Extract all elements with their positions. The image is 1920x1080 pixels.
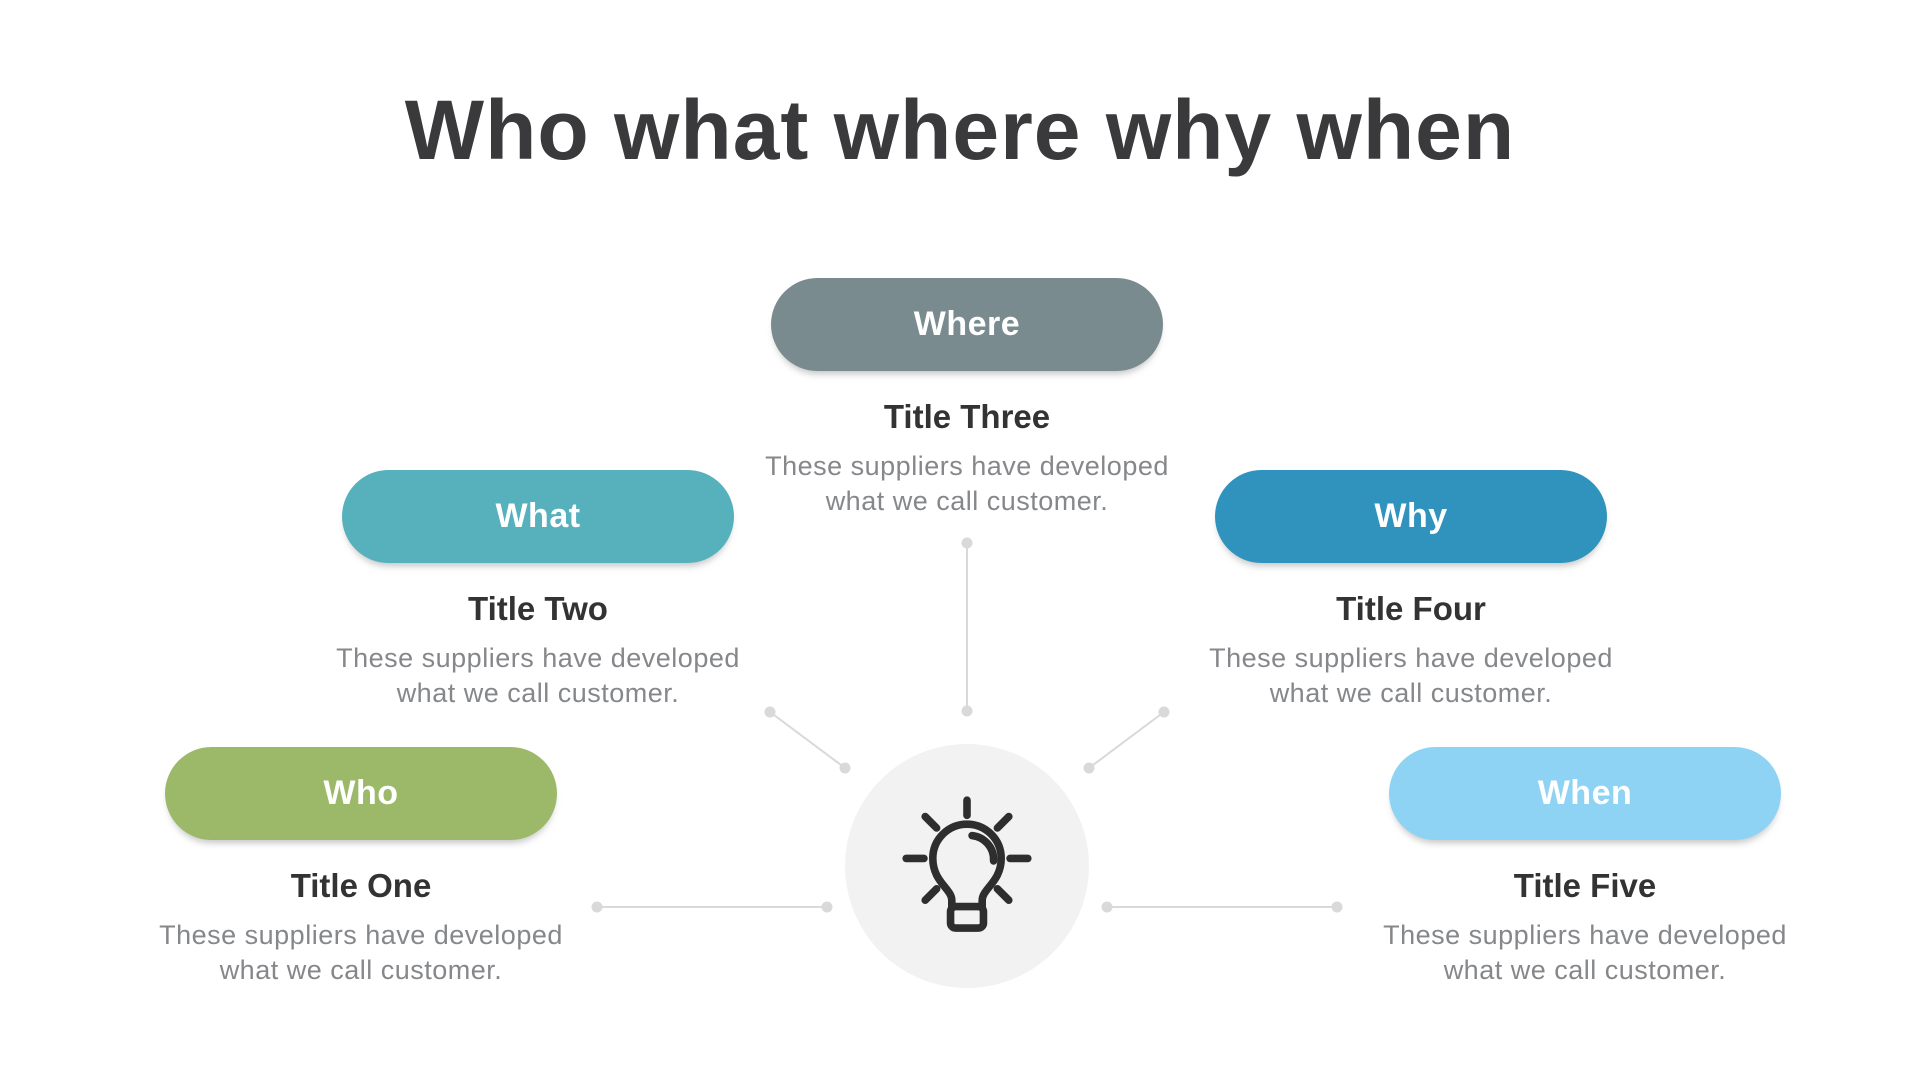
pill-who[interactable]: Who	[165, 747, 557, 840]
connector-where	[961, 537, 973, 717]
item-who-title: Title One	[290, 867, 432, 904]
center-circle	[845, 744, 1089, 988]
connector-when	[1101, 901, 1343, 913]
pill-where[interactable]: Where	[771, 278, 1163, 371]
description-line: what we call customer.	[1269, 678, 1553, 708]
item-when: When Title Five These suppliers have dev…	[1345, 747, 1825, 988]
connector-why	[1083, 706, 1170, 774]
description-line: These suppliers have developed	[1209, 643, 1613, 673]
item-when-title: Title Five	[1513, 867, 1657, 904]
item-why-description: These suppliers have developed what we c…	[1171, 641, 1651, 711]
description-line: what we call customer.	[825, 486, 1109, 516]
description-line: These suppliers have developed	[1383, 920, 1787, 950]
item-who-description: These suppliers have developed what we c…	[121, 918, 601, 988]
item-why: Why Title Four These suppliers have deve…	[1171, 470, 1651, 711]
description-line: what we call customer.	[396, 678, 680, 708]
pill-why-label: Why	[1374, 497, 1448, 535]
page-title: Who what where why when	[404, 83, 1516, 177]
pill-when-label: When	[1537, 774, 1633, 812]
connector-what	[764, 706, 851, 774]
pill-why[interactable]: Why	[1215, 470, 1607, 563]
pill-when[interactable]: When	[1389, 747, 1781, 840]
description-line: what we call customer.	[219, 955, 503, 985]
pill-who-label: Who	[323, 774, 399, 812]
description-line: These suppliers have developed	[336, 643, 740, 673]
item-where-title: Title Three	[883, 398, 1051, 435]
item-what: What Title Two These suppliers have deve…	[298, 470, 778, 711]
description-line: These suppliers have developed	[159, 920, 563, 950]
connector-who	[591, 901, 833, 913]
pill-where-label: Where	[913, 305, 1021, 343]
description-line: These suppliers have developed	[765, 451, 1169, 481]
item-why-title: Title Four	[1336, 590, 1486, 627]
item-who: Who Title One These suppliers have devel…	[121, 747, 601, 988]
item-where: Where Title Three These suppliers have d…	[727, 278, 1207, 519]
pill-what[interactable]: What	[342, 470, 734, 563]
pill-what-label: What	[495, 497, 581, 535]
description-line: what we call customer.	[1443, 955, 1727, 985]
item-what-title: Title Two	[468, 590, 608, 627]
item-where-description: These suppliers have developed what we c…	[727, 449, 1207, 519]
lightbulb-icon	[902, 796, 1032, 932]
item-what-description: These suppliers have developed what we c…	[298, 641, 778, 711]
item-when-description: These suppliers have developed what we c…	[1345, 918, 1825, 988]
